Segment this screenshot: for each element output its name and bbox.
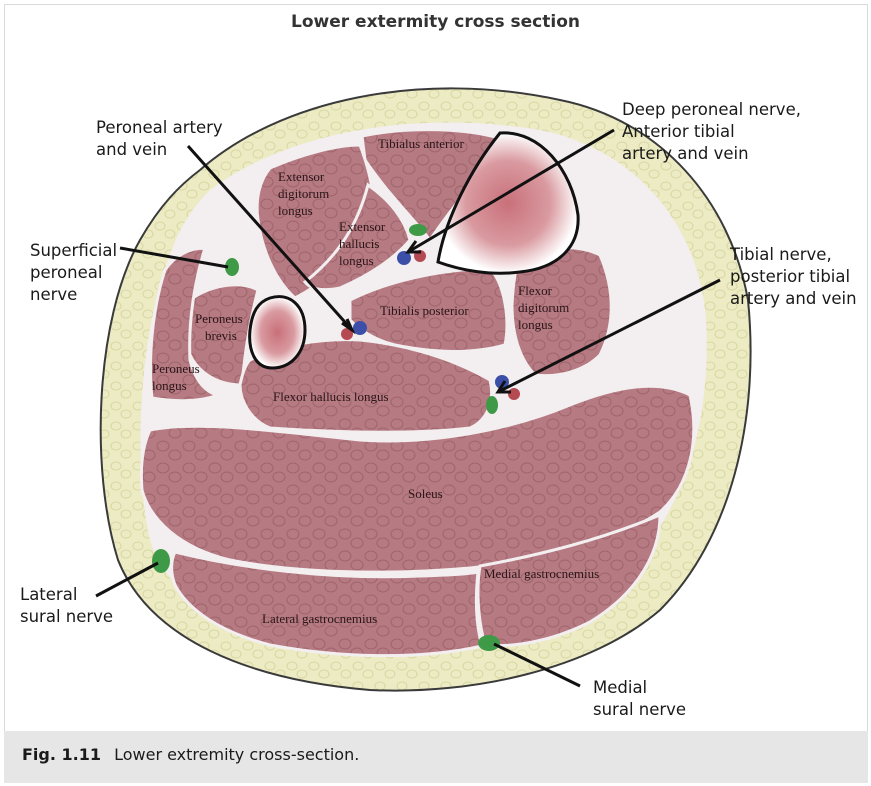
label-extensor-hallucis-2: hallucis [339, 236, 379, 251]
label-soleus: Soleus [408, 486, 443, 501]
label-flexor-digitorum-3: longus [518, 317, 553, 332]
lateral-sural-nerve [152, 549, 170, 573]
label-extensor-digitorum-2: digitorum [278, 186, 329, 201]
tibial-nerve [486, 396, 498, 414]
callout-medial-sural-1: Medial [593, 678, 647, 697]
figure-caption: Fig. 1.11 Lower extremity cross-section. [4, 731, 868, 783]
callout-superficial-peroneal-2: peroneal [30, 263, 102, 282]
label-extensor-digitorum-1: Extensor [278, 169, 325, 184]
callout-medial-sural: Medial sural nerve [593, 678, 686, 719]
label-peroneus-brevis-1: Peroneus [195, 311, 243, 326]
callout-peroneal-artery-1: Peroneal artery [96, 118, 223, 137]
medial-sural-nerve [478, 635, 500, 651]
peroneal-vein [353, 321, 367, 335]
callout-lateral-sural-1: Lateral [20, 585, 77, 604]
label-extensor-hallucis-1: Extensor [339, 219, 386, 234]
label-tibialis-anterior: Tibialus anterior [378, 136, 464, 151]
label-flexor-digitorum-1: Flexor [518, 283, 553, 298]
label-extensor-digitorum-3: longus [278, 203, 313, 218]
caption-text: Lower extremity cross-section. [114, 745, 359, 764]
label-peroneus-brevis-2: brevis [205, 328, 237, 343]
callout-lateral-sural: Lateral sural nerve [20, 585, 113, 626]
label-flexor-hallucis: Flexor hallucis longus [273, 389, 389, 404]
callout-deep-peroneal-1: Deep peroneal nerve, [622, 100, 801, 119]
label-peroneus-longus-2: longus [152, 378, 187, 393]
caption-label: Fig. 1.11 [22, 745, 101, 764]
callout-deep-peroneal: Deep peroneal nerve, Anterior tibial art… [622, 100, 806, 163]
label-tibialis-posterior: Tibialis posterior [380, 303, 469, 318]
callout-tibial-nerve-2: posterior tibial [730, 267, 850, 286]
callout-tibial-nerve-1: Tibial nerve, [729, 245, 832, 264]
label-peroneus-longus-1: Peroneus [152, 361, 200, 376]
label-medial-gastrocnemius: Medial gastrocnemius [484, 566, 599, 581]
posterior-tibial-artery [508, 388, 520, 400]
callout-superficial-peroneal-1: Superficial [30, 241, 117, 260]
callout-deep-peroneal-2: Anterior tibial [622, 122, 735, 141]
callout-deep-peroneal-3: artery and vein [622, 144, 749, 163]
callout-lateral-sural-2: sural nerve [20, 607, 113, 626]
anterior-tibial-nerve [409, 224, 427, 236]
leg-cross-section-diagram: Tibialus anterior Extensor digitorum lon… [0, 0, 871, 730]
label-extensor-hallucis-3: longus [339, 253, 374, 268]
label-lateral-gastrocnemius: Lateral gastrocnemius [262, 611, 377, 626]
callout-tibial-nerve-3: artery and vein [730, 289, 857, 308]
callout-peroneal-artery: Peroneal artery and vein [96, 118, 228, 159]
callout-tibial-nerve: Tibial nerve, posterior tibial artery an… [729, 245, 857, 308]
callout-peroneal-artery-2: and vein [96, 140, 167, 159]
label-flexor-digitorum-2: digitorum [518, 300, 569, 315]
callout-medial-sural-2: sural nerve [593, 700, 686, 719]
callout-superficial-peroneal: Superficial peroneal nerve [30, 241, 122, 304]
fibula-bone [250, 297, 305, 368]
callout-superficial-peroneal-3: nerve [30, 285, 77, 304]
